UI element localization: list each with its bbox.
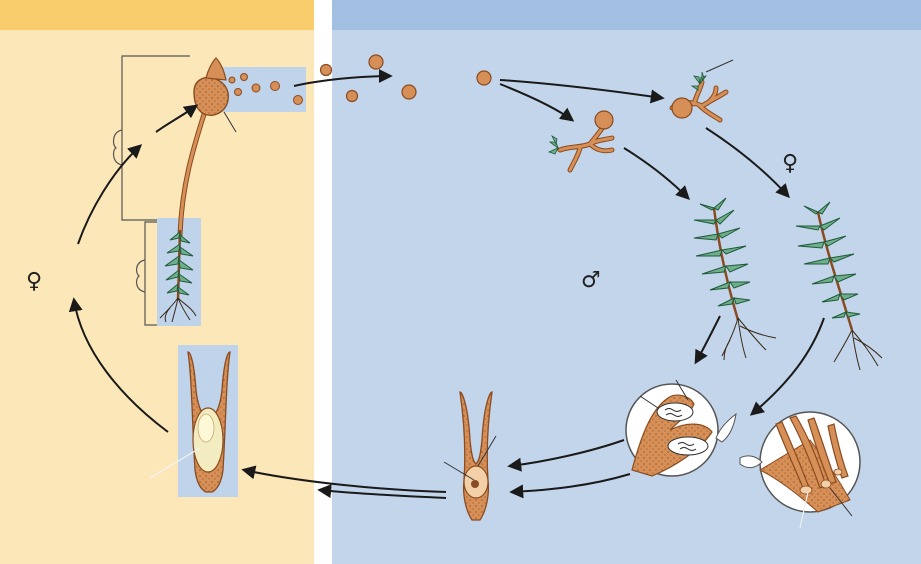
- capsule: [193, 76, 229, 116]
- protonema-lower: [547, 110, 615, 173]
- capsule-leader: [223, 111, 237, 133]
- male-symbol: ♂: [581, 268, 601, 293]
- female-symbol-right: ♀: [782, 151, 798, 176]
- sporophyte-bracket: [121, 55, 190, 221]
- diploid-panel-header: [0, 0, 314, 30]
- female-symbol-left: ♀: [26, 269, 42, 294]
- spore-capsule-inset: [218, 67, 306, 112]
- gametophyte-brace: [135, 259, 146, 293]
- young-sporophyte: [149, 351, 231, 493]
- male-gametophyte: [693, 197, 777, 361]
- released-spores-small: [228, 73, 303, 105]
- zygote-in-archegonium: [443, 391, 497, 521]
- female-gametophyte: [795, 201, 883, 371]
- spores-dispersing: [319, 54, 492, 103]
- protonema-upper: [669, 59, 734, 123]
- cycle-arrows: [68, 69, 825, 499]
- gametophyte-left: [159, 229, 197, 323]
- antheridia-closeup: [625, 379, 737, 477]
- haploid-panel-header: [332, 0, 921, 30]
- archegonia-closeup: [739, 411, 861, 529]
- sporophyte-brace: [112, 129, 123, 166]
- capsule-lid: [205, 57, 227, 81]
